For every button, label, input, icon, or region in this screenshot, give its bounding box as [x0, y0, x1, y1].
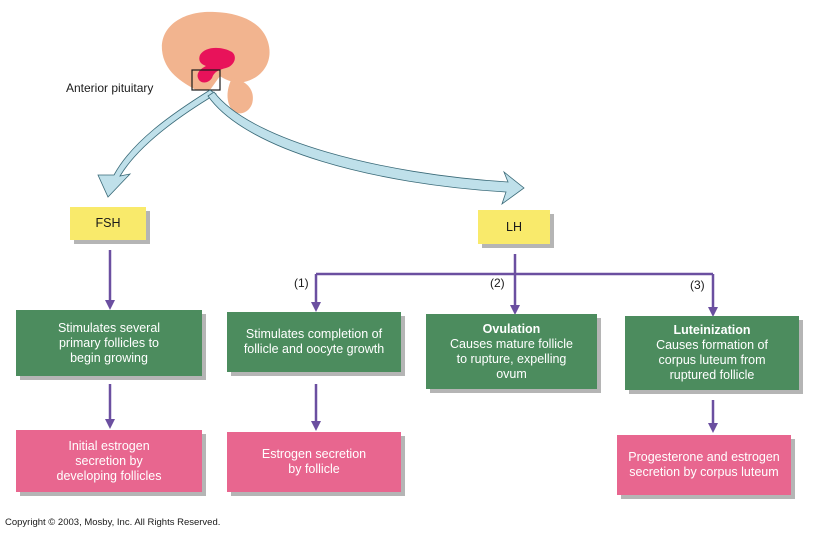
estrogen-follicle-box: Estrogen secretion by follicle [227, 432, 401, 492]
ovulation-text: Causes mature follicle to rupture, expel… [450, 336, 573, 381]
brainstem [227, 78, 253, 114]
ovulation-title: Ovulation [482, 321, 541, 336]
pituitary-highlight-box [191, 69, 221, 91]
luteinization-text: Causes formation of corpus luteum from r… [656, 338, 768, 382]
fsh-box: FSH [70, 207, 146, 240]
lh-flow-arrow [207, 91, 525, 206]
brain-illustration [161, 11, 270, 114]
pituitary-region [197, 47, 235, 83]
branch-label-2: (2) [490, 276, 505, 290]
ovulation-box: Ovulation Causes mature follicle to rupt… [426, 314, 597, 389]
follicle-growth-box: Stimulates completion of follicle and oo… [227, 312, 401, 372]
copyright-notice: Copyright © 2003, Mosby, Inc. All Rights… [5, 517, 221, 528]
branch-label-3: (3) [690, 278, 705, 292]
follicle-growth-text: Stimulates completion of follicle and oo… [243, 327, 385, 356]
fsh-result-box: Initial estrogen secretion by developing… [16, 430, 202, 492]
anterior-pituitary-label: Anterior pituitary [66, 81, 154, 95]
lh-label: LH [506, 219, 522, 234]
fsh-result-text: Initial estrogen secretion by developing… [56, 438, 162, 483]
fsh-effect-box: Stimulates several primary follicles to … [16, 310, 202, 376]
progesterone-text: Progesterone and estrogen secretion by c… [628, 450, 780, 479]
luteinization-title: Luteinization [673, 323, 751, 337]
connectors [105, 250, 718, 433]
branch-label-1: (1) [294, 276, 309, 290]
fsh-label: FSH [95, 216, 121, 230]
fsh-flow-arrow [97, 89, 217, 198]
flow-arrows [97, 89, 525, 206]
lh-box: LH [478, 210, 550, 244]
progesterone-box: Progesterone and estrogen secretion by c… [617, 435, 791, 495]
fsh-effect-text: Stimulates several primary follicles to … [57, 320, 161, 365]
luteinization-box: Luteinization Causes formation of corpus… [625, 316, 799, 390]
estrogen-follicle-text: Estrogen secretion by follicle [261, 447, 367, 476]
